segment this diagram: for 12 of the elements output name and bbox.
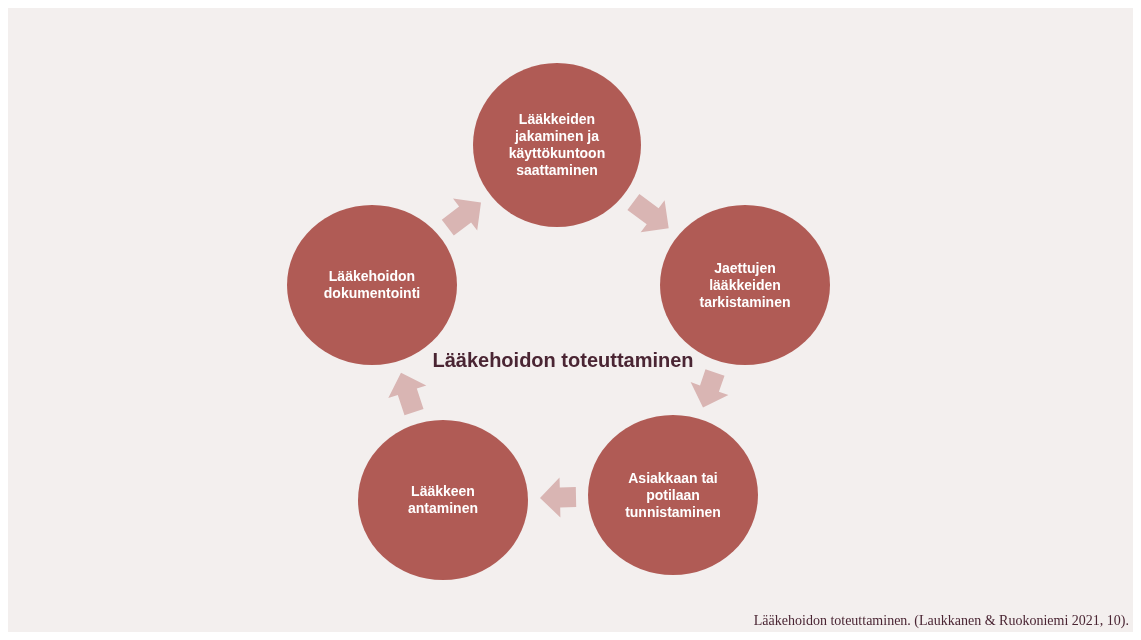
- center-title: Lääkehoidon toteuttaminen: [431, 348, 695, 373]
- block-arrow: [441, 198, 481, 236]
- step-label: Jaettujen lääkkeiden tarkistaminen: [698, 259, 792, 311]
- block-arrow: [540, 477, 577, 518]
- step-label: Lääkkeen antaminen: [407, 483, 479, 517]
- step-label: Lääkkeiden jakaminen ja käyttökuntoon saattaminen: [507, 111, 607, 179]
- block-arrow: [388, 372, 427, 416]
- block-arrow: [690, 369, 729, 408]
- step-label: Asiakkaan tai potilaan tunnistaminen: [624, 469, 722, 521]
- step-label: Lääkehoidon dokumentointi: [322, 268, 422, 302]
- block-arrow: [627, 193, 669, 233]
- caption: Lääkehoidon toteuttaminen. (Laukkanen & Ruokoniemi 2021, 10).: [753, 612, 1129, 630]
